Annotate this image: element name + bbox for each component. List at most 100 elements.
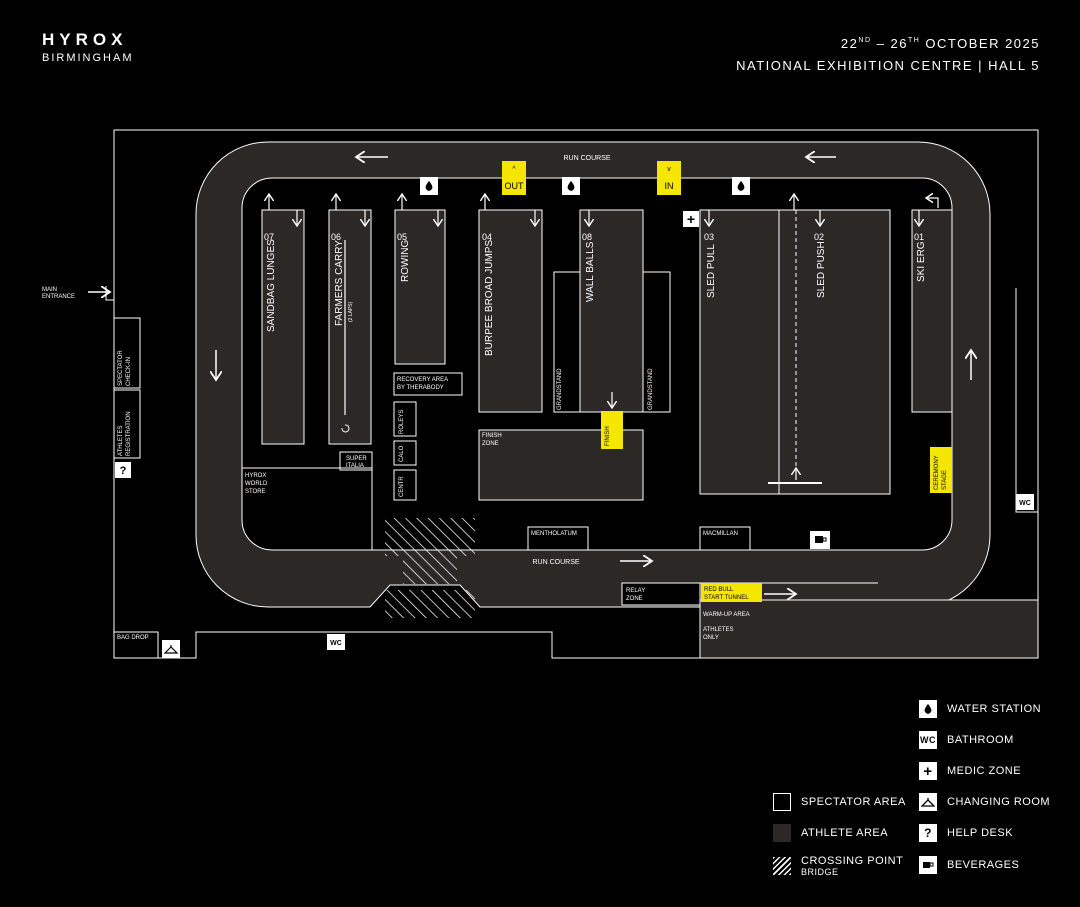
cup-icon	[810, 531, 830, 549]
spectator-area-swatch	[773, 793, 791, 811]
wc-icon	[1016, 494, 1034, 510]
svg-text:ZONE: ZONE	[482, 441, 499, 447]
station-01	[911, 209, 953, 413]
svg-text:REGISTRATION: REGISTRATION	[126, 411, 132, 456]
legend-changing: CHANGING ROOM	[919, 793, 1050, 811]
svg-text:GRANDSTAND: GRANDSTAND	[648, 368, 654, 410]
svg-text:ATHLETES: ATHLETES	[118, 425, 124, 456]
svg-text:FINISH: FINISH	[482, 433, 502, 439]
in-marker	[657, 161, 681, 195]
finish-marker	[601, 411, 623, 449]
svg-text:HYROX: HYROX	[245, 473, 266, 479]
svg-text:04: 04	[482, 232, 492, 242]
water-drop-icon	[562, 177, 580, 195]
start-tunnel	[701, 583, 762, 602]
svg-text:BY THERABODY: BY THERABODY	[397, 385, 444, 391]
svg-text:?: ?	[120, 465, 127, 477]
svg-text:STAGE: STAGE	[942, 470, 948, 490]
athlete-area-swatch	[773, 824, 791, 842]
loop-icon	[341, 424, 350, 433]
svg-text:SLED PUSH: SLED PUSH	[816, 241, 827, 298]
event-dates: 22ND – 26TH OCTOBER 2025	[840, 36, 1040, 51]
legend-bathroom: WC BATHROOM	[919, 731, 1014, 749]
svg-text:FARMERS CARRY: FARMERS CARRY	[334, 240, 345, 326]
svg-text:ONLY: ONLY	[703, 635, 719, 641]
svg-text:MAIN: MAIN	[42, 287, 57, 293]
svg-text:SUPER: SUPER	[346, 456, 367, 462]
svg-text:CHECK-IN: CHECK-IN	[126, 357, 132, 386]
crossing-point-bottom	[385, 590, 475, 618]
wc-icon: WC	[919, 731, 937, 749]
svg-text:07: 07	[264, 232, 274, 242]
out-label: OUT	[505, 181, 525, 191]
event-venue: NATIONAL EXHIBITION CENTRE | HALL 5	[736, 58, 1040, 73]
svg-text:08: 08	[582, 232, 592, 242]
svg-text:CALO: CALO	[399, 445, 405, 462]
cup-icon	[919, 856, 937, 874]
svg-text:WORLD: WORLD	[245, 481, 268, 487]
station-07	[261, 209, 305, 445]
svg-text:WC: WC	[1019, 500, 1031, 507]
water-drop-icon	[420, 177, 438, 195]
svg-text:ITALIA: ITALIA	[346, 463, 364, 469]
crossing-point-swatch	[773, 857, 791, 875]
station-04	[478, 209, 543, 413]
svg-text:v: v	[667, 166, 671, 173]
run-course-top-label: RUN COURSE	[563, 155, 610, 162]
out-marker	[502, 161, 526, 195]
svg-text:ATHLETES: ATHLETES	[703, 627, 734, 633]
svg-text:MACMILLAN: MACMILLAN	[703, 531, 738, 537]
run-course-bottom-label: RUN COURSE	[532, 559, 579, 566]
water-drop-icon	[919, 700, 937, 718]
svg-text:STORE: STORE	[245, 489, 266, 495]
warmup-area	[699, 599, 1039, 659]
station-03-02	[699, 209, 891, 495]
help-icon: ?	[919, 824, 937, 842]
water-drop-icon	[732, 177, 750, 195]
svg-text:BURPEE BROAD JUMPS: BURPEE BROAD JUMPS	[484, 240, 495, 356]
ceremony-stage	[930, 447, 952, 493]
hanger-icon	[919, 793, 937, 811]
svg-text:RELAY: RELAY	[626, 588, 645, 594]
legend-athlete: ATHLETE AREA	[773, 824, 888, 842]
svg-text:+: +	[687, 211, 695, 227]
svg-text:06: 06	[331, 232, 341, 242]
svg-text:GRANDSTAND: GRANDSTAND	[557, 368, 563, 410]
help-icon	[115, 462, 131, 478]
svg-text:RECOVERY AREA: RECOVERY AREA	[397, 377, 448, 383]
hall-outline	[113, 129, 1039, 659]
station-05	[394, 209, 446, 365]
svg-text:MENTHOLATUM: MENTHOLATUM	[531, 531, 577, 537]
svg-text:CENTR: CENTR	[399, 476, 405, 497]
brand-title: HYROX	[42, 30, 128, 49]
medic-cross-icon: +	[919, 762, 937, 780]
legend-medic: + MEDIC ZONE	[919, 762, 1021, 780]
venue-map: ^ OUT v IN + FINISH CEREMONY STAGE RED B…	[42, 129, 1039, 659]
crossing-point-top	[385, 518, 475, 556]
svg-text:SKI ERG: SKI ERG	[916, 241, 927, 282]
brand-city: BIRMINGHAM	[42, 52, 134, 64]
svg-text:ROLEYS: ROLEYS	[399, 410, 405, 434]
svg-text:SPECTATOR: SPECTATOR	[118, 350, 124, 386]
svg-text:SLED PULL: SLED PULL	[706, 244, 717, 298]
svg-text:05: 05	[397, 232, 407, 242]
svg-text:ZONE: ZONE	[626, 596, 643, 602]
legend-spectator: SPECTATOR AREA	[773, 793, 906, 811]
svg-text:03: 03	[704, 232, 714, 242]
svg-text:WC: WC	[330, 640, 342, 647]
svg-text:WARM-UP AREA: WARM-UP AREA	[703, 612, 750, 618]
medic-cross-icon	[683, 211, 699, 227]
legend-beverages: BEVERAGES	[919, 856, 1019, 874]
station-08	[579, 209, 644, 413]
svg-text:ENTRANCE: ENTRANCE	[42, 294, 75, 300]
svg-text:RED BULL: RED BULL	[704, 587, 734, 593]
svg-text:^: ^	[512, 166, 516, 173]
in-label: IN	[665, 181, 674, 191]
svg-text:CEREMONY: CEREMONY	[934, 455, 940, 490]
wc-icon	[327, 634, 345, 650]
svg-text:02: 02	[814, 232, 824, 242]
legend-water: WATER STATION	[919, 700, 1041, 718]
svg-text:FINISH: FINISH	[605, 426, 611, 446]
svg-text:BAG DROP: BAG DROP	[117, 635, 149, 641]
